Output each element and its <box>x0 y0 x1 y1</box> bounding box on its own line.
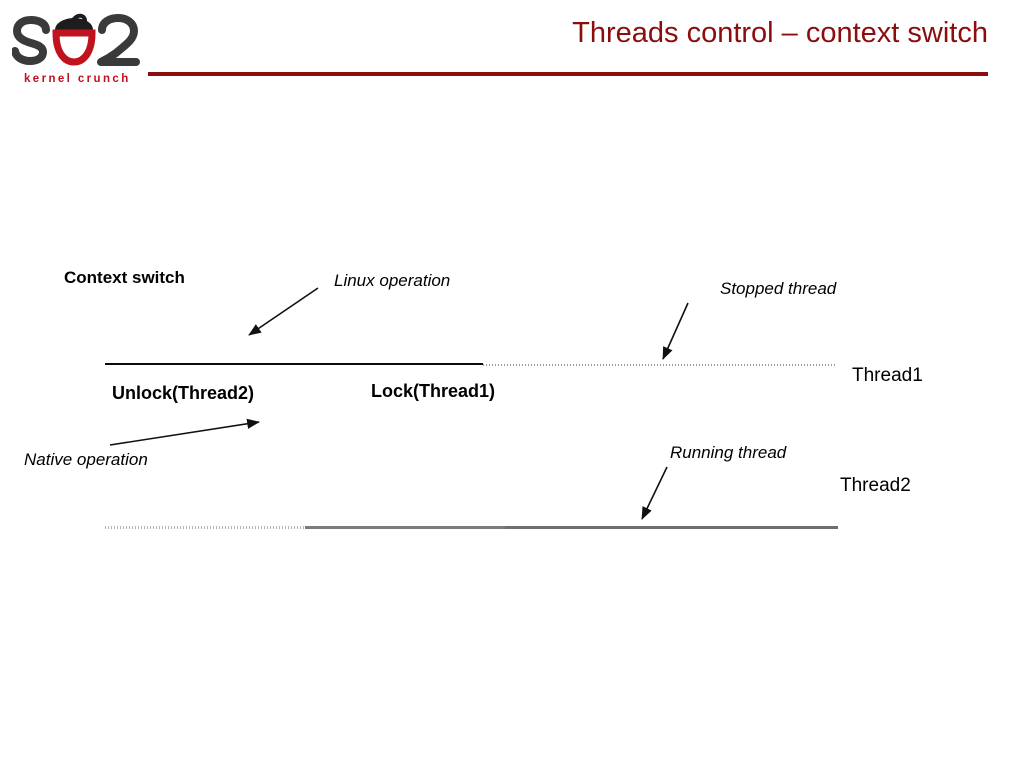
label-unlock-thread2: Unlock(Thread2) <box>112 383 255 403</box>
thread2-running-segment-b <box>505 526 838 529</box>
label-lock-thread1: Lock(Thread1) <box>371 381 496 401</box>
thread2-running-segment-a <box>305 526 505 529</box>
linux-operation-arrow <box>248 287 319 336</box>
native-operation-arrow <box>109 418 260 446</box>
label-linux-operation: Linux operation <box>334 271 451 290</box>
page-title: Threads control – context switch <box>572 17 988 49</box>
stopped-thread-arrow <box>662 302 689 360</box>
label-stopped-thread: Stopped thread <box>720 279 837 298</box>
running-thread-arrow <box>641 466 668 520</box>
label-thread2: Thread2 <box>840 475 911 496</box>
label-context-switch: Context switch <box>64 268 185 287</box>
label-thread1: Thread1 <box>852 365 923 386</box>
title-divider <box>148 72 988 76</box>
label-native-operation: Native operation <box>24 450 148 469</box>
thread1-stopped-segment <box>483 364 836 366</box>
logo-tagline-text: kernel crunch <box>24 73 131 85</box>
thread1-running-segment <box>105 363 483 365</box>
logo-svg: kernel crunch <box>12 13 140 85</box>
so2-kernel-crunch-logo: kernel crunch <box>12 12 148 90</box>
label-running-thread: Running thread <box>670 443 787 462</box>
thread2-stopped-segment <box>105 526 305 529</box>
